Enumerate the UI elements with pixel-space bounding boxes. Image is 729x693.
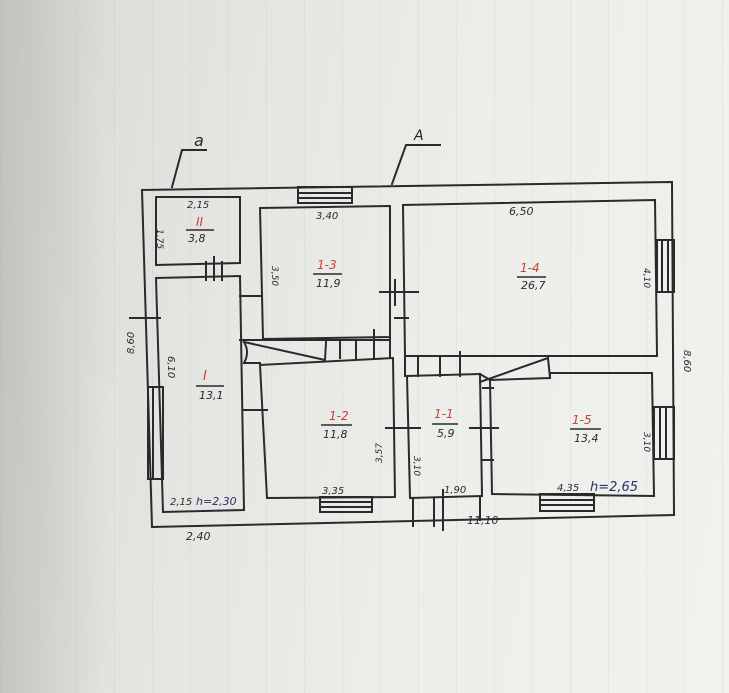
outer-wall-outline: [140, 180, 676, 529]
room-II-width: 2,15: [187, 200, 209, 211]
room-I-width: 2,15: [170, 497, 192, 508]
right-overall-depth: 8,60: [681, 350, 692, 372]
room-1-4-wall: [401, 198, 659, 357]
window-right-top: [656, 239, 675, 293]
left-overall-depth: 8,60: [126, 332, 137, 354]
room-1-4-area: 26,7: [521, 279, 546, 292]
overall-length: 11,10: [467, 514, 499, 527]
stair-left: [242, 340, 328, 362]
room-1-1-width: 1,90: [444, 485, 466, 496]
room-I-depth: 6,10: [165, 356, 176, 378]
room-II-id: II: [196, 215, 204, 229]
door-arc: [242, 340, 248, 365]
room-1-3-area: 11,9: [316, 277, 341, 290]
room-1-2-depth: 3,57: [375, 443, 385, 463]
room-1-3-depth: 3,50: [269, 266, 279, 286]
room-1-1-wall: [405, 372, 484, 500]
room-1-5-wall: [488, 372, 656, 498]
room-1-1-depth: 3,10: [411, 456, 421, 476]
axis-label-A: A: [413, 128, 424, 144]
axis-A-leader: [390, 144, 441, 186]
page-shadow: [0, 0, 110, 693]
room-1-3-width: 3,40: [316, 211, 338, 222]
room-1-2-width: 3,35: [322, 486, 344, 497]
annex-overall-width: 2,40: [186, 530, 211, 543]
room-II-wall: [154, 196, 241, 267]
room-1-4-depth: 4,10: [641, 268, 651, 288]
room-1-4-width: 6,50: [509, 205, 534, 218]
room-I-id: I: [203, 369, 207, 384]
room-I-area: 13,1: [199, 389, 224, 402]
window-bottom-1-5: [539, 493, 595, 512]
room-1-2-id: 1-2: [329, 409, 349, 423]
room-II-area: 3,8: [188, 232, 206, 245]
room-1-2-wall: [258, 356, 397, 500]
room-1-1-id: 1-1: [434, 407, 454, 421]
window-bottom-1-2: [319, 496, 373, 513]
main-height-note: h=2,65: [590, 480, 638, 495]
room-1-2-area: 11,8: [323, 428, 348, 441]
window-top: [297, 186, 353, 204]
room-1-5-id: 1-5: [572, 413, 592, 427]
room-1-5-depth: 3,10: [641, 432, 651, 452]
room-1-1-area: 5,9: [437, 427, 455, 440]
axis-label-a: a: [194, 131, 204, 150]
axis-a-leader: [170, 149, 207, 189]
window-right-bottom: [653, 406, 675, 460]
window-left: [147, 386, 164, 480]
annex-height-note: h=2,30: [196, 495, 237, 508]
room-1-3-id: 1-3: [317, 258, 337, 272]
room-1-5-area: 13,4: [574, 432, 599, 445]
room-II-depth: 1,75: [154, 229, 164, 249]
room-1-4-id: 1-4: [520, 261, 540, 275]
room-I-wall: [154, 274, 246, 514]
room-1-5-width: 4,35: [557, 483, 579, 494]
stair-right: [478, 356, 552, 384]
